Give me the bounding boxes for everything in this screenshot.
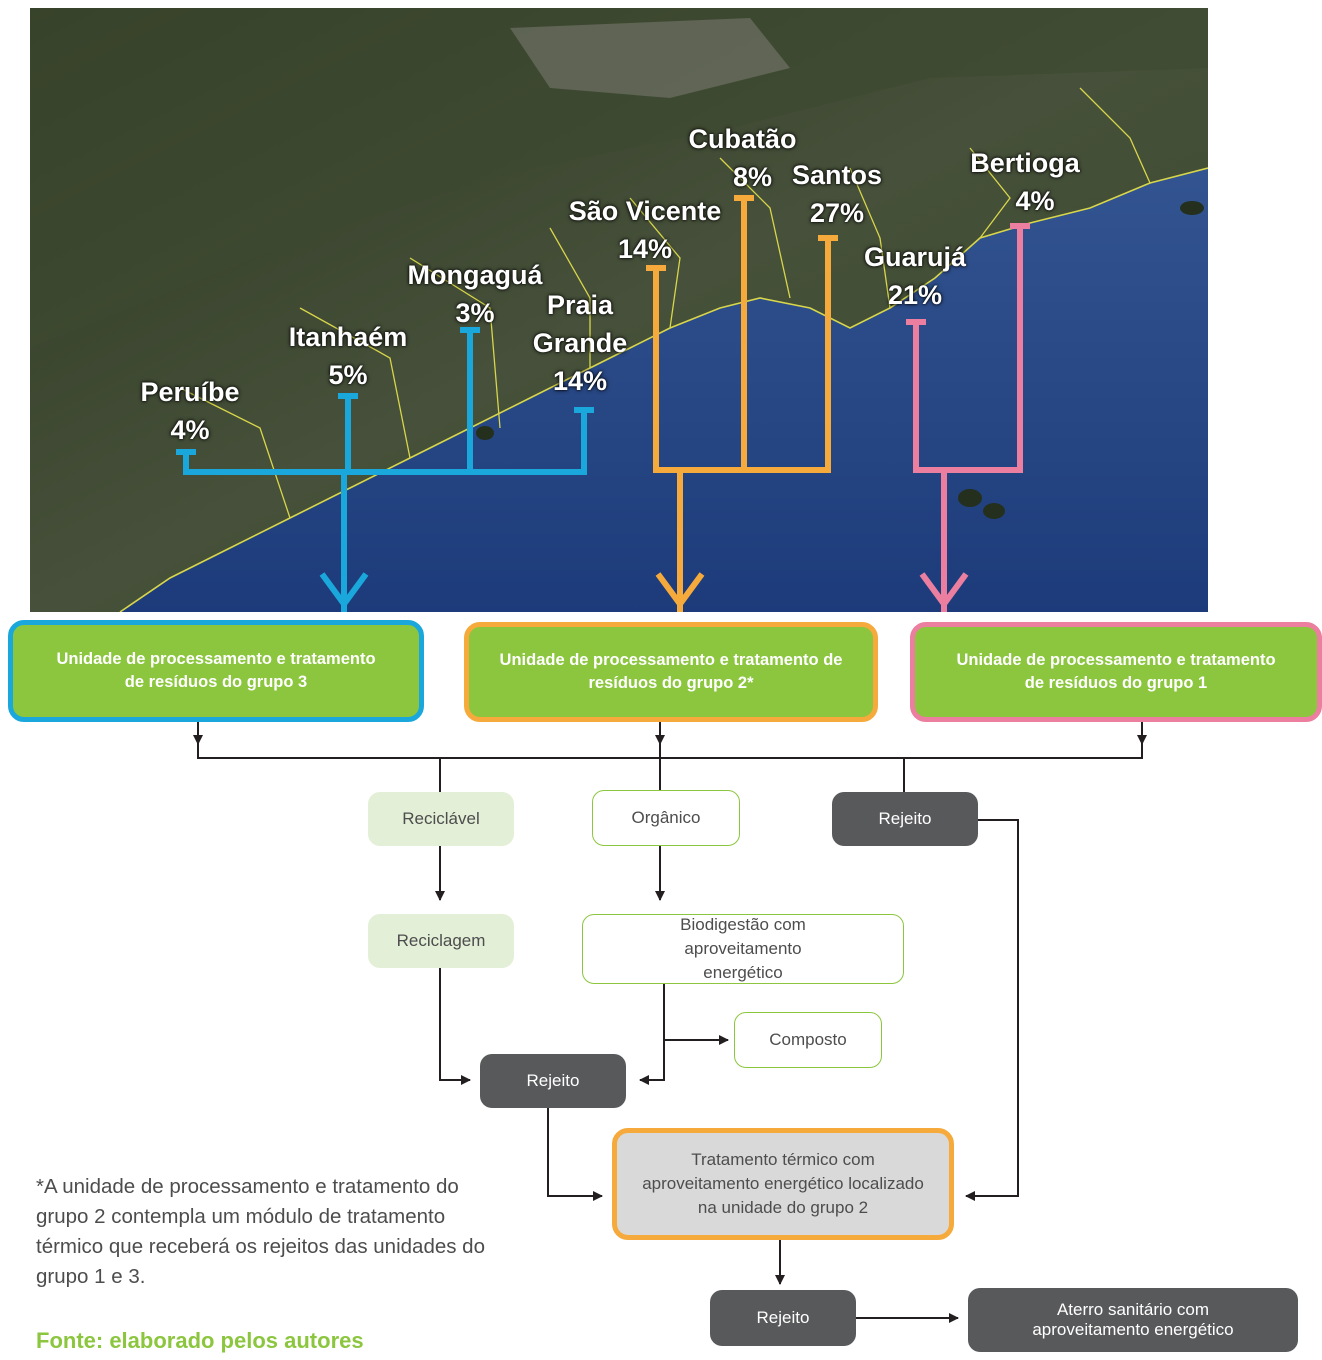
- source-credit: Fonte: elaborado pelos autores: [36, 1328, 364, 1353]
- composto-label: Composto: [769, 1030, 847, 1049]
- city-name: Bertioga: [970, 148, 1080, 178]
- city-name: Praia Grande: [532, 290, 628, 358]
- unit-group-1: Unidade de processamento e tratamento de…: [910, 622, 1322, 722]
- group2-collector: [646, 195, 838, 612]
- unit-group-2-label: Unidade de processamento e tratamento de…: [499, 651, 843, 692]
- city-name: São Vicente: [568, 196, 722, 226]
- city-label-guaruja: Guarujá 21%: [855, 238, 975, 314]
- city-label-sao-vicente: São Vicente 14%: [555, 192, 735, 268]
- city-name: Itanhaém: [288, 322, 408, 352]
- city-label-itanhaem: Itanhaém 5%: [278, 318, 418, 394]
- aterro-label: Aterro sanitário com aproveitamento ener…: [1032, 1300, 1234, 1339]
- city-name: Mongaguá: [407, 260, 543, 290]
- city-share: 3%: [455, 298, 495, 328]
- biodigestao-box: Biodigestão com aproveitamento energétic…: [582, 914, 904, 984]
- biodigestao-label: Biodigestão com aproveitamento energétic…: [680, 915, 806, 982]
- city-label-peruibe: Peruíbe 4%: [135, 373, 245, 449]
- rejeito-mid-box: Rejeito: [480, 1054, 626, 1108]
- organico-box: Orgânico: [592, 790, 740, 846]
- city-share: 21%: [887, 280, 943, 310]
- city-share: 4%: [1015, 186, 1055, 216]
- city-name: Peruíbe: [140, 377, 240, 407]
- reciclagem-box: Reciclagem: [368, 914, 514, 968]
- city-name: Guarujá: [863, 242, 967, 272]
- city-share: 4%: [170, 415, 210, 445]
- rejeito-bottom-box: Rejeito: [710, 1290, 856, 1346]
- reciclavel-label: Reciclável: [402, 809, 480, 828]
- aterro-box: Aterro sanitário com aproveitamento ener…: [968, 1288, 1298, 1352]
- city-share: 8%: [732, 162, 773, 192]
- group1-collector: [906, 223, 1030, 612]
- composto-box: Composto: [734, 1012, 882, 1068]
- rejeito-top-box: Rejeito: [832, 792, 978, 846]
- group3-collector: [176, 327, 594, 612]
- organico-label: Orgânico: [631, 808, 701, 827]
- rejeito-top-label: Rejeito: [878, 809, 932, 828]
- city-label-mongagua: Mongaguá 3%: [400, 256, 550, 332]
- city-name: Cubatão: [688, 124, 797, 154]
- unit-group-1-label: Unidade de processamento e tratamento de…: [956, 651, 1276, 692]
- unit-group-3-label: Unidade de processamento e tratamento de…: [56, 650, 376, 691]
- city-share: 27%: [809, 198, 865, 228]
- unit-group-3: Unidade de processamento e tratamento de…: [8, 620, 424, 722]
- coastline: [119, 167, 1208, 612]
- satellite-map: Peruíbe 4% Itanhaém 5% Mongaguá 3% Praia…: [30, 8, 1208, 612]
- city-label-santos: Santos 27%: [782, 156, 892, 232]
- rejeito-bottom-label: Rejeito: [756, 1308, 810, 1327]
- tratamento-termico-box: Tratamento térmico com aproveitamento en…: [612, 1128, 954, 1240]
- city-share: 5%: [328, 360, 368, 390]
- city-label-cubatao: Cubatão 8%: [670, 120, 815, 196]
- city-label-praia-grande: Praia Grande 14%: [520, 286, 640, 400]
- reciclagem-label: Reciclagem: [396, 931, 486, 950]
- city-share: 14%: [552, 366, 608, 396]
- city-name: Santos: [791, 160, 883, 190]
- city-label-bertioga: Bertioga 4%: [955, 144, 1095, 220]
- city-share: 14%: [617, 234, 673, 264]
- rejeito-mid-label: Rejeito: [526, 1071, 580, 1090]
- footnote: *A unidade de processamento e tratamento…: [36, 1175, 485, 1288]
- reciclavel-box: Reciclável: [368, 792, 514, 846]
- tratamento-termico-label: Tratamento térmico com aproveitamento en…: [642, 1150, 924, 1217]
- map-background: [30, 8, 1208, 612]
- unit-group-2: Unidade de processamento e tratamento de…: [464, 622, 878, 722]
